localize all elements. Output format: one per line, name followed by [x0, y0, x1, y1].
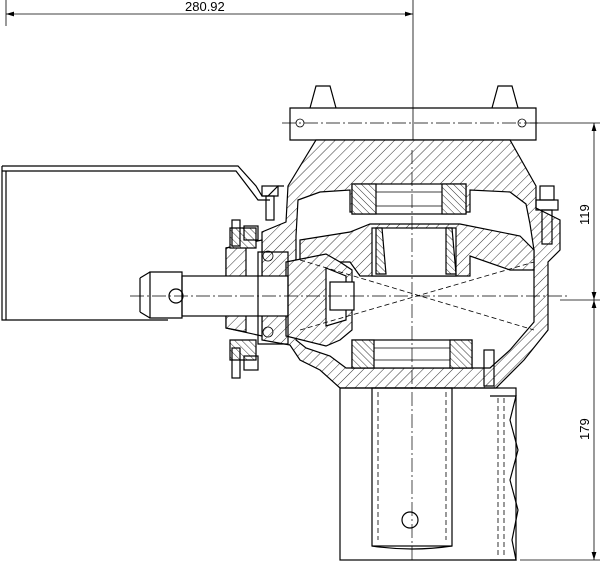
dimension-label-upper: 119	[577, 204, 592, 225]
dimension-lower-height: 179	[520, 300, 600, 561]
housing-side-bolts	[483, 185, 559, 387]
output-shaft-assembly	[339, 387, 519, 561]
top-mounting-bracket	[282, 85, 540, 141]
dimension-upper-height: 119	[530, 122, 600, 301]
dimension-label-width: 280.92	[185, 0, 225, 14]
dimension-label-lower: 179	[577, 418, 592, 440]
pinion-gear	[285, 253, 355, 347]
bevel-gear	[299, 223, 535, 277]
dimension-overall-width: 280.92	[5, 0, 414, 140]
upper-bearing	[351, 183, 467, 215]
flange-bolts	[231, 185, 279, 379]
center-lines	[130, 150, 570, 560]
